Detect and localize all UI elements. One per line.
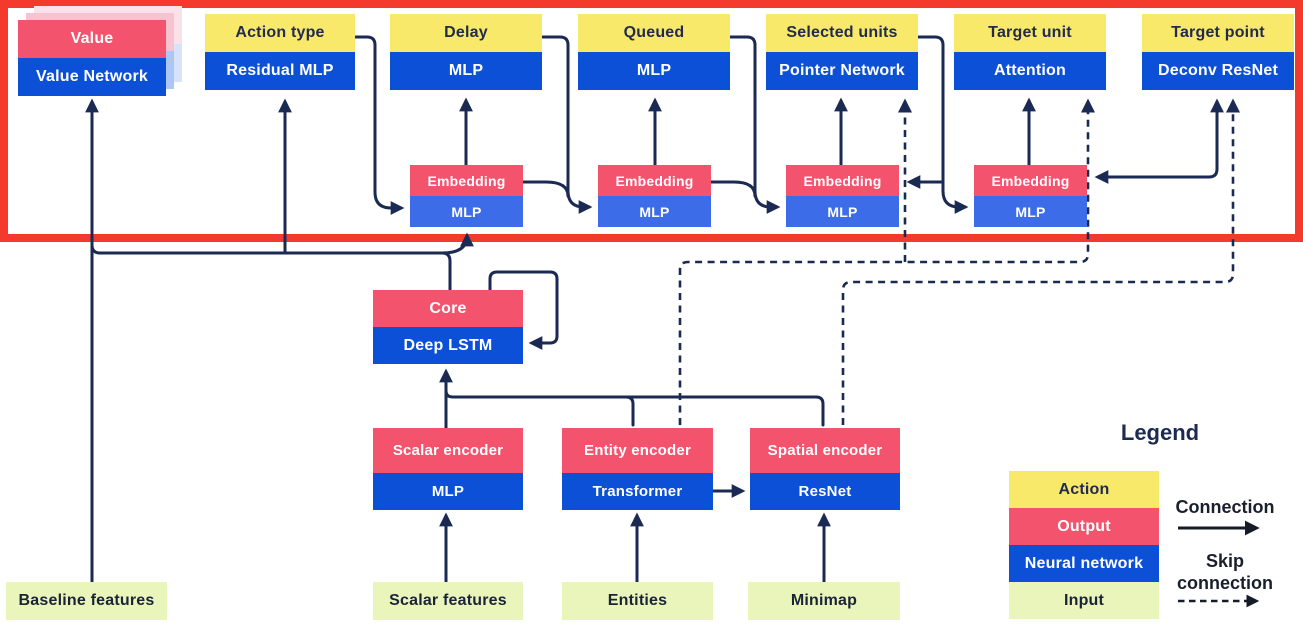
legend-input-swatch: Input [1009, 582, 1159, 619]
delay-network-label: MLP [390, 52, 542, 90]
queued-network-label: MLP [578, 52, 730, 90]
scalar-encoder-label: Scalar encoder [373, 428, 523, 473]
connection-queued-to-embedding3 [728, 35, 781, 214]
core-label: Core [373, 290, 523, 327]
embedding1-node: Embedding MLP [410, 165, 523, 227]
connection-selected-units-to-embedding4 [916, 35, 969, 214]
target-point-node: Target point Deconv ResNet [1142, 14, 1294, 90]
action-type-node: Action type Residual MLP [205, 14, 355, 90]
baseline-features-input: Baseline features [6, 582, 167, 620]
embedding4-network-label: MLP [974, 196, 1087, 227]
entities-label: Entities [562, 582, 713, 620]
connection-embedding4-to-deconv-resnet [1101, 98, 1224, 179]
entities-input: Entities [562, 582, 713, 620]
legend-arrows [1178, 520, 1260, 608]
connection-core-to-embedding1 [440, 232, 474, 255]
action-type-network-label: Residual MLP [205, 52, 355, 90]
skip-connections [678, 98, 1241, 425]
solid-connections [85, 35, 1224, 584]
core-network-label: Deep LSTM [373, 327, 523, 364]
entity-encoder-network-label: Transformer [562, 473, 713, 510]
spatial-encoder-node: Spatial encoder ResNet [750, 428, 900, 510]
embedding3-label: Embedding [786, 165, 899, 196]
scalar-features-label: Scalar features [373, 582, 523, 620]
connection-embedding2-to-embedding3 [709, 180, 757, 198]
legend-neural-network-swatch: Neural network [1009, 545, 1159, 582]
minimap-label: Minimap [748, 582, 900, 620]
embedding1-network-label: MLP [410, 196, 523, 227]
legend-action-swatch: Action [1009, 471, 1159, 508]
embedding3-network-label: MLP [786, 196, 899, 227]
scalar-encoder-network-label: MLP [373, 473, 523, 510]
target-unit-node: Target unit Attention [954, 14, 1106, 90]
skip-spatial-encoder-to-deconv-resnet [841, 98, 1241, 425]
highlight-red-border [0, 0, 1303, 242]
target-point-label: Target point [1142, 14, 1294, 52]
embedding1-label: Embedding [410, 165, 523, 196]
connection-core-output-bus [90, 243, 452, 292]
legend-swatches: Action Output Neural network Input [1009, 471, 1159, 619]
entity-encoder-label: Entity encoder [562, 428, 713, 473]
scalar-encoder-node: Scalar encoder MLP [373, 428, 523, 510]
entity-encoder-node: Entity encoder Transformer [562, 428, 713, 510]
selected-units-node: Selected units Pointer Network [766, 14, 918, 90]
target-point-network-label: Deconv ResNet [1142, 52, 1294, 90]
legend-output-swatch: Output [1009, 508, 1159, 545]
embedding4-label: Embedding [974, 165, 1087, 196]
selected-units-label: Selected units [766, 14, 918, 52]
legend-connection-label: Connection [1175, 497, 1275, 517]
queued-label: Queued [578, 14, 730, 52]
target-unit-network-label: Attention [954, 52, 1106, 90]
minimap-input: Minimap [748, 582, 900, 620]
value-node: Value Value Network [18, 20, 166, 96]
target-unit-label: Target unit [954, 14, 1106, 52]
scalar-features-input: Scalar features [373, 582, 523, 620]
legend-title: Legend [1120, 420, 1200, 445]
embedding2-network-label: MLP [598, 196, 711, 227]
connection-entity-encoder-to-bus [624, 395, 635, 427]
delay-label: Delay [390, 14, 542, 52]
connection-lstm-recurrent-loop [488, 270, 559, 350]
legend-skip-connection-label: Skip connection [1176, 551, 1273, 593]
embedding3-node: Embedding MLP [786, 165, 899, 227]
action-type-label: Action type [205, 14, 355, 52]
spatial-encoder-network-label: ResNet [750, 473, 900, 510]
value-output-label: Value [18, 20, 166, 58]
spatial-encoder-label: Spatial encoder [750, 428, 900, 473]
baseline-features-label: Baseline features [6, 582, 167, 620]
delay-node: Delay MLP [390, 14, 542, 90]
embedding2-node: Embedding MLP [598, 165, 711, 227]
connection-encoder-bus [444, 389, 825, 427]
core-node: Core Deep LSTM [373, 290, 523, 364]
connection-action-type-to-embedding1 [353, 35, 405, 215]
connection-delay-to-embedding2 [540, 35, 593, 214]
skip-entity-encoder-to-pointer-and-attention [678, 98, 1096, 425]
connection-embedding1-to-embedding2 [521, 180, 570, 198]
selected-units-network-label: Pointer Network [766, 52, 918, 90]
embedding4-node: Embedding MLP [974, 165, 1087, 227]
embedding2-label: Embedding [598, 165, 711, 196]
value-network-label: Value Network [18, 58, 166, 96]
queued-node: Queued MLP [578, 14, 730, 90]
